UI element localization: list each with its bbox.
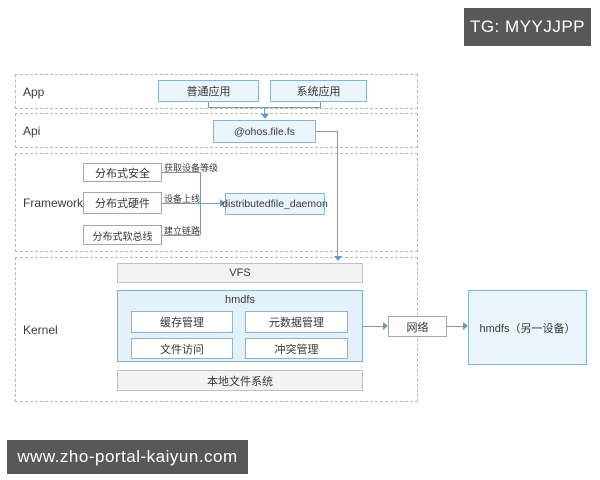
section-app: App [15,74,418,109]
node-distributed-hardware: 分布式硬件 [83,192,162,214]
section-framework-label: Framework [23,195,84,210]
telegram-badge: TG: MYYJJPP [464,8,591,46]
edge-label-device-online: 设备上线 [164,194,201,204]
node-system-app: 系统应用 [270,80,367,102]
node-distributed-security: 分布式安全 [83,163,162,182]
edge-hardware-line [162,203,220,204]
section-api-label: Api [23,123,41,138]
edge-api-right-line [316,131,337,132]
node-vfs: VFS [117,263,363,283]
edge-app-to-api-arrowhead [261,114,269,119]
node-ohos-file-fs: @ohos.file.fs [213,120,316,143]
node-metadata-management: 元数据管理 [245,311,348,333]
hmdfs-container-title: hmdfs [225,294,255,306]
edge-label-get-device-level: 获取设备等级 [164,163,219,173]
edge-network-to-remote-line [447,326,464,327]
section-framework: Framework [15,153,418,252]
edge-system-app-stub [320,102,321,107]
node-hmdfs-other-device: hmdfs（另一设备） [468,290,587,365]
watermark-text: www.zho-portal-kaiyun.com [17,447,238,466]
node-local-file-system: 本地文件系统 [117,370,363,391]
section-kernel-label: Kernel [23,322,58,337]
node-cache-management: 缓存管理 [131,311,233,333]
node-conflict-management: 冲突管理 [245,338,348,359]
edge-app-to-api-line [264,107,265,115]
edge-api-to-vfs-line [337,131,338,257]
node-network: 网络 [388,316,447,337]
edge-security-line [162,172,200,173]
node-normal-app: 普通应用 [158,80,259,102]
edge-normal-app-stub [208,102,209,107]
edge-network-to-remote-arrowhead [463,322,468,330]
edge-softbus-line [162,235,200,236]
section-app-label: App [23,84,45,99]
edge-framework-merge-line [200,172,201,235]
edge-api-to-vfs-arrowhead [334,256,342,261]
edge-hmdfs-to-network-arrowhead [383,322,388,330]
node-distributedfile-daemon: distributedfile_daemon [222,193,328,215]
node-distributed-softbus: 分布式软总线 [83,225,162,245]
section-api: Api [15,113,418,148]
node-file-access: 文件访问 [131,338,233,359]
edge-hmdfs-to-network-line [363,326,384,327]
edge-label-establish-link: 建立链路 [164,226,201,236]
watermark-bar: www.zho-portal-kaiyun.com [7,440,248,474]
telegram-badge-text: TG: MYYJJPP [469,17,586,36]
edge-to-daemon-arrowhead [220,199,225,207]
